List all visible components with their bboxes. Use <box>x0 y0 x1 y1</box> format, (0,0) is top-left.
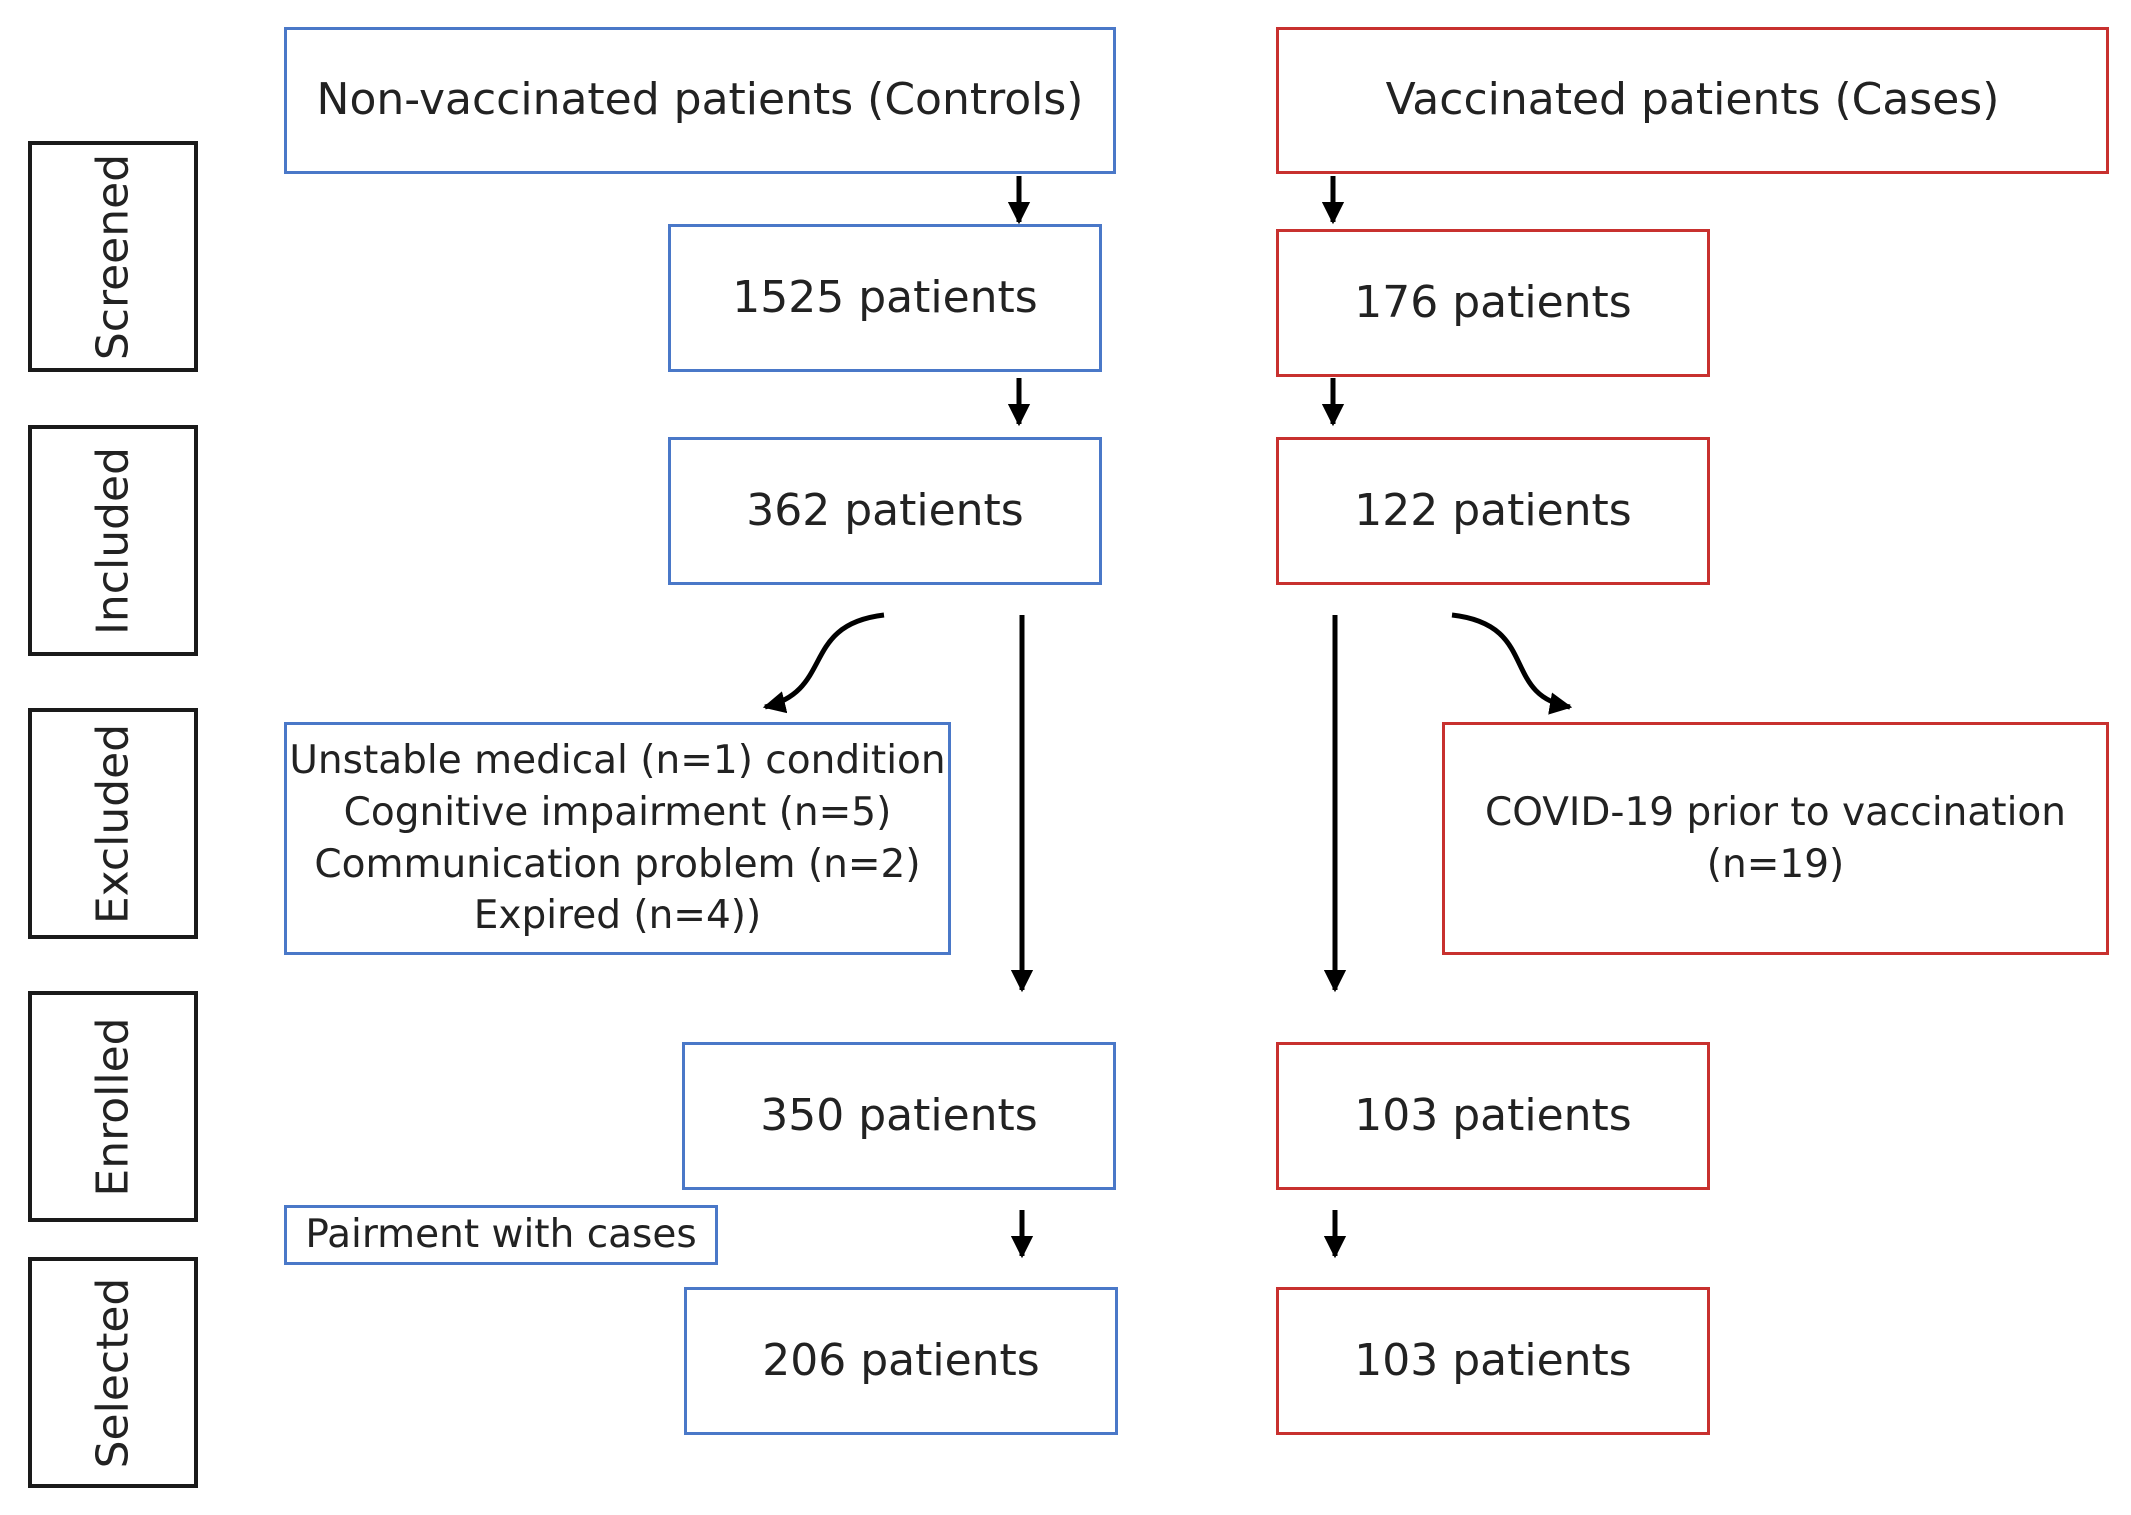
exclusion-reason: COVID-19 prior to vaccination <box>1484 789 2067 835</box>
stage-included: Included <box>28 425 198 656</box>
cases-selected-text: 103 patients <box>1354 1334 1632 1386</box>
cases-header-box: Vaccinated patients (Cases) <box>1276 27 2109 174</box>
stage-screened: Screened <box>28 141 198 372</box>
stage-enrolled: Enrolled <box>28 991 198 1222</box>
cases-screened-text: 176 patients <box>1354 276 1632 328</box>
cases-excluded-box: COVID-19 prior to vaccination (n=19) <box>1442 722 2109 955</box>
controls-header-box: Non-vaccinated patients (Controls) <box>284 27 1116 174</box>
arrow-cases-to-excluded <box>1451 612 1573 715</box>
pairment-box: Pairment with cases <box>284 1205 718 1265</box>
controls-selected-box: 206 patients <box>684 1287 1118 1435</box>
controls-enrolled-text: 350 patients <box>760 1089 1038 1141</box>
cases-included-text: 122 patients <box>1354 484 1632 536</box>
controls-excluded-list: Unstable medical (n=1) condition Cogniti… <box>289 735 945 942</box>
cases-included-box: 122 patients <box>1276 437 1710 585</box>
stage-excluded: Excluded <box>28 708 198 939</box>
controls-header-text: Non-vaccinated patients (Controls) <box>316 74 1084 126</box>
cases-selected-box: 103 patients <box>1276 1287 1710 1435</box>
cases-enrolled-text: 103 patients <box>1354 1089 1632 1141</box>
controls-screened-text: 1525 patients <box>732 271 1038 323</box>
exclusion-reason: Communication problem (n=2) <box>314 841 921 887</box>
exclusion-reason: Expired (n=4)) <box>473 893 762 939</box>
arrow-controls-to-excluded <box>762 612 885 714</box>
cases-excluded-list: COVID-19 prior to vaccination (n=19) <box>1485 787 2066 891</box>
controls-screened-box: 1525 patients <box>668 224 1102 372</box>
exclusion-reason: Unstable medical (n=1) condition <box>289 737 946 783</box>
controls-enrolled-box: 350 patients <box>682 1042 1116 1190</box>
exclusion-reason: (n=19) <box>1706 841 1845 887</box>
controls-excluded-box: Unstable medical (n=1) condition Cogniti… <box>284 722 951 955</box>
cases-enrolled-box: 103 patients <box>1276 1042 1710 1190</box>
stage-selected: Selected <box>28 1257 198 1488</box>
controls-selected-text: 206 patients <box>762 1334 1040 1386</box>
controls-included-text: 362 patients <box>746 484 1024 536</box>
cases-header-text: Vaccinated patients (Cases) <box>1385 74 2000 126</box>
pairment-text: Pairment with cases <box>305 1212 697 1258</box>
exclusion-reason: Cognitive impairment (n=5) <box>343 789 892 835</box>
controls-included-box: 362 patients <box>668 437 1102 585</box>
cases-screened-box: 176 patients <box>1276 229 1710 377</box>
